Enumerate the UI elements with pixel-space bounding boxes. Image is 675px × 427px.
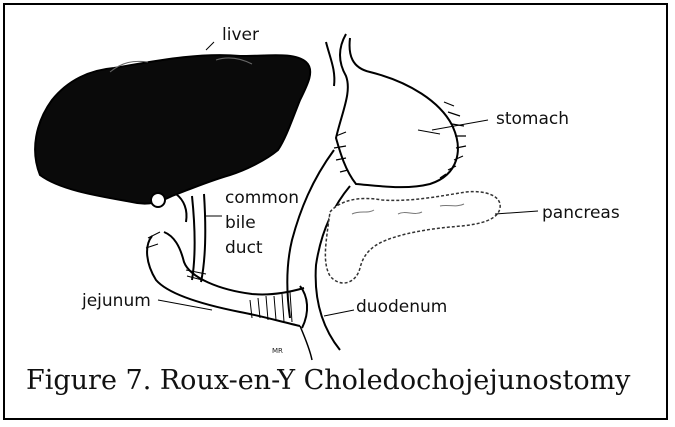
pancreas-organ xyxy=(325,192,500,283)
label-duct: duct xyxy=(225,238,263,258)
label-pancreas: pancreas xyxy=(542,203,620,223)
figure-caption: Figure 7. Roux-en-Y Choledochojejunostom… xyxy=(26,365,666,396)
label-jejunum: jejunum xyxy=(81,291,151,311)
label-bile: bile xyxy=(225,213,256,233)
stomach-organ xyxy=(326,34,466,187)
label-stomach: stomach xyxy=(496,109,569,129)
label-common: common xyxy=(225,188,299,208)
artist-signature: MR xyxy=(272,347,283,355)
label-liver: liver xyxy=(222,25,259,45)
label-duodenum: duodenum xyxy=(356,297,447,317)
